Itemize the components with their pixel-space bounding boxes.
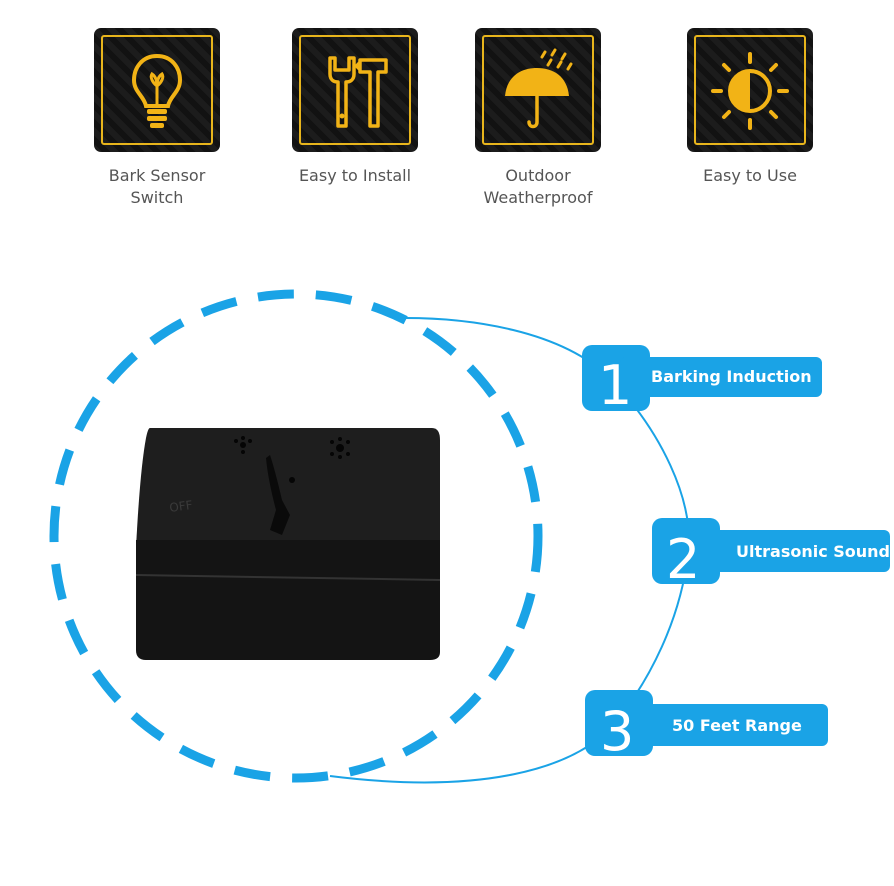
feature-tile xyxy=(475,28,601,152)
feature-tile xyxy=(687,28,813,152)
step-number: 2 xyxy=(666,528,700,591)
step-number: 1 xyxy=(598,354,632,417)
feature-label: Bark Sensor Switch xyxy=(108,166,206,207)
step-label: Ultrasonic Sound xyxy=(736,542,890,561)
feature-label: Easy to Install xyxy=(298,166,412,185)
off-switch-label: OFF xyxy=(168,498,193,515)
step-label: 50 Feet Range xyxy=(672,716,802,735)
step-label: Barking Induction xyxy=(651,367,812,386)
feature-tile xyxy=(94,28,220,152)
feature-label: Outdoor Weatherproof xyxy=(483,166,593,207)
lightbulb-icon xyxy=(131,53,183,128)
sun-contrast-icon xyxy=(711,52,789,130)
step-badge-1: 1 Barking Induction xyxy=(582,345,822,417)
step-badge-3: 3 50 Feet Range xyxy=(585,690,828,763)
dashed-circle xyxy=(49,289,543,783)
feature-label: Easy to Use xyxy=(703,166,797,185)
feature-easy-use: Easy to Use xyxy=(660,28,840,187)
tools-icon xyxy=(328,56,388,128)
feature-bark-sensor: Bark Sensor Switch xyxy=(67,28,247,209)
step-number: 3 xyxy=(600,700,634,763)
feature-tile xyxy=(292,28,418,152)
feature-easy-install: Easy to Install xyxy=(265,28,445,187)
umbrella-rain-icon xyxy=(505,48,573,129)
feature-weatherproof: Outdoor Weatherproof xyxy=(448,28,628,209)
bark-sensor-device: OFF xyxy=(135,428,441,660)
step-badge-2: 2 Ultrasonic Sound xyxy=(652,518,890,591)
